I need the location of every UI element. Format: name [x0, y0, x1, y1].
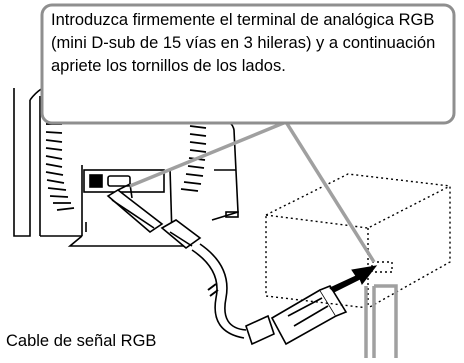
callout-box — [40, 3, 456, 125]
callout-instruction-text: Introduzca firmemente el terminal de ana… — [51, 11, 436, 75]
insert-arrow — [329, 265, 378, 293]
rgb-signal-cable — [106, 182, 348, 346]
leader-lines — [129, 120, 398, 358]
cable-label: Cable de señal RGB — [6, 332, 157, 350]
computer-unit — [265, 173, 451, 309]
